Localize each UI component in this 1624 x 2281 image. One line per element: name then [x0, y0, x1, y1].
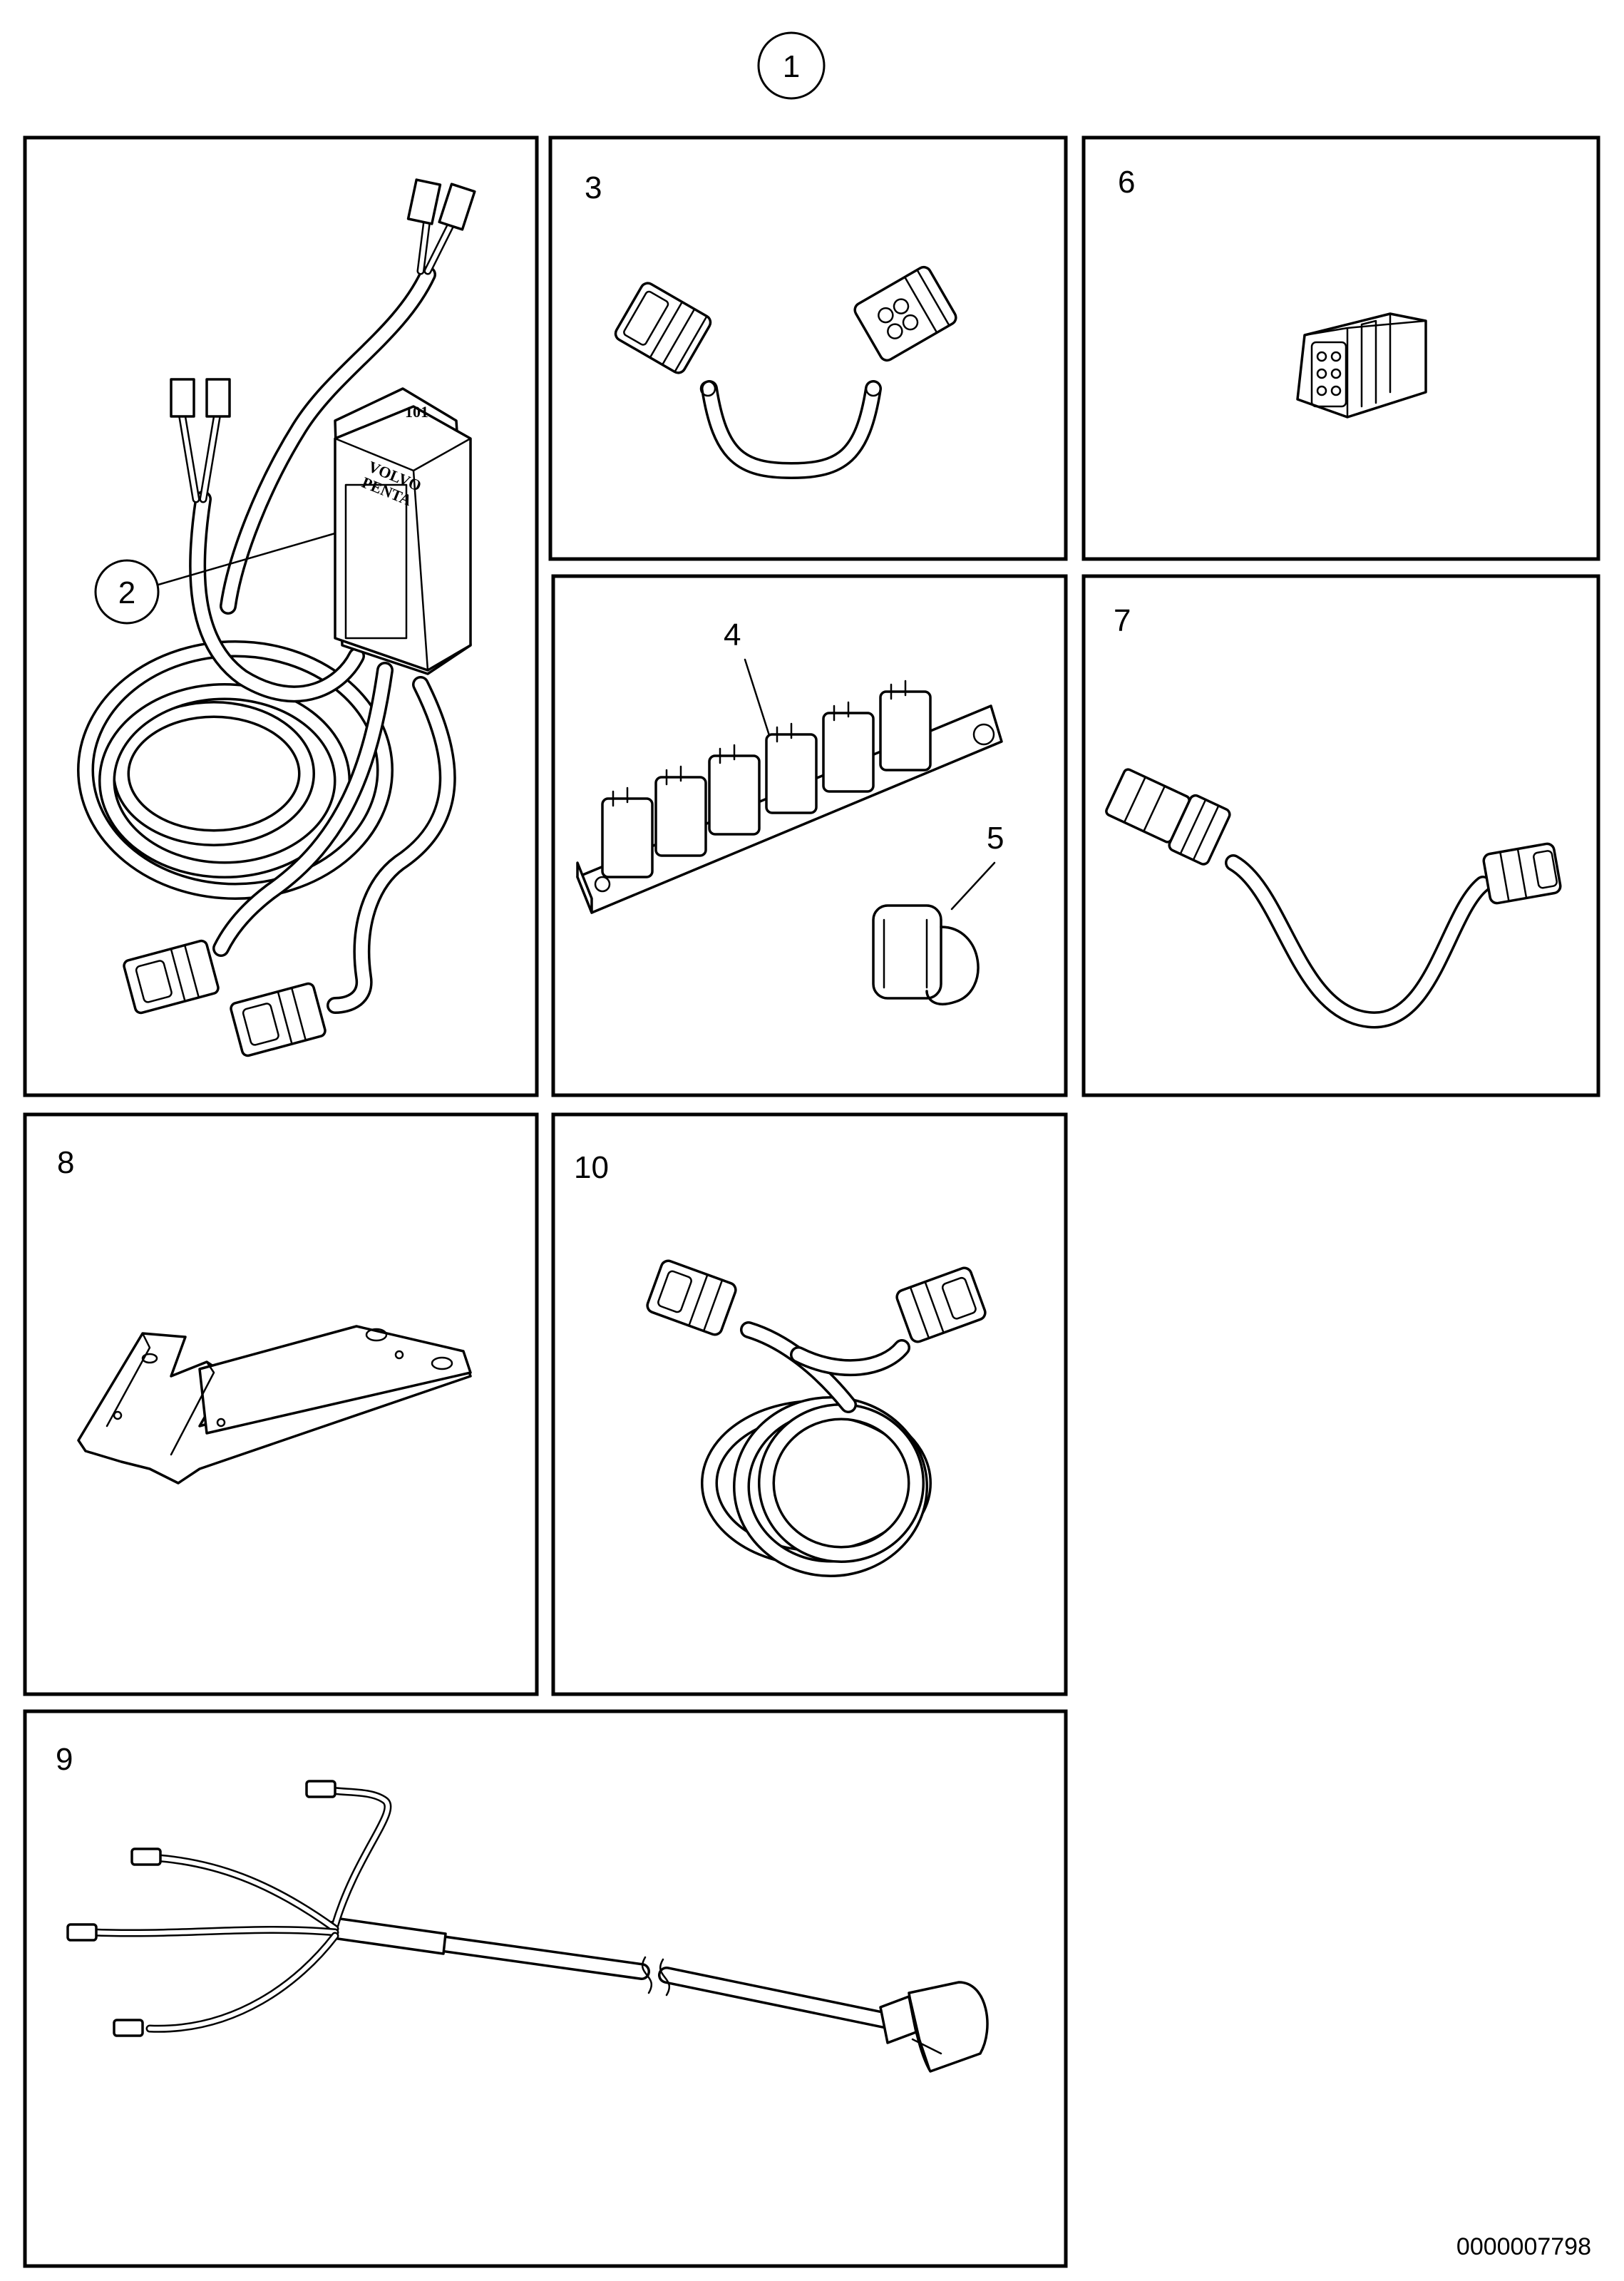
- item-10-extension-cable: [646, 1259, 987, 1577]
- control-unit-harness: VOLVO PENTA 101: [77, 178, 476, 1057]
- item-3-adapter-cable: [614, 265, 957, 479]
- item-9-wiring-harness: [66, 1780, 989, 2073]
- assembly-callout-number: 1: [783, 49, 800, 84]
- item-8-label: 8: [57, 1145, 74, 1180]
- item-4-connector-block: [576, 680, 1003, 914]
- item-4-label: 4: [724, 617, 741, 652]
- module-mark: 101: [405, 403, 428, 421]
- item-7-label: 7: [1114, 603, 1131, 638]
- item-10-label: 10: [574, 1150, 609, 1185]
- item-9-label: 9: [56, 1742, 73, 1777]
- document-number: 0000007798: [1456, 2233, 1591, 2260]
- control-unit-callout-number: 2: [118, 575, 135, 610]
- item-6-label: 6: [1118, 165, 1135, 200]
- panel-item-3: [548, 135, 1068, 561]
- panel-item-9: [23, 1709, 1068, 2268]
- assembly-callout: 1: [757, 31, 826, 100]
- item-5-label: 5: [987, 821, 1004, 856]
- item-8-bracket: [77, 1325, 472, 1485]
- control-unit-callout: 2: [94, 532, 336, 625]
- item-5-cap: [872, 904, 980, 1006]
- item-6-connector: [1296, 312, 1427, 419]
- item-3-label: 3: [585, 170, 602, 205]
- item-7-cable: [1105, 768, 1562, 1029]
